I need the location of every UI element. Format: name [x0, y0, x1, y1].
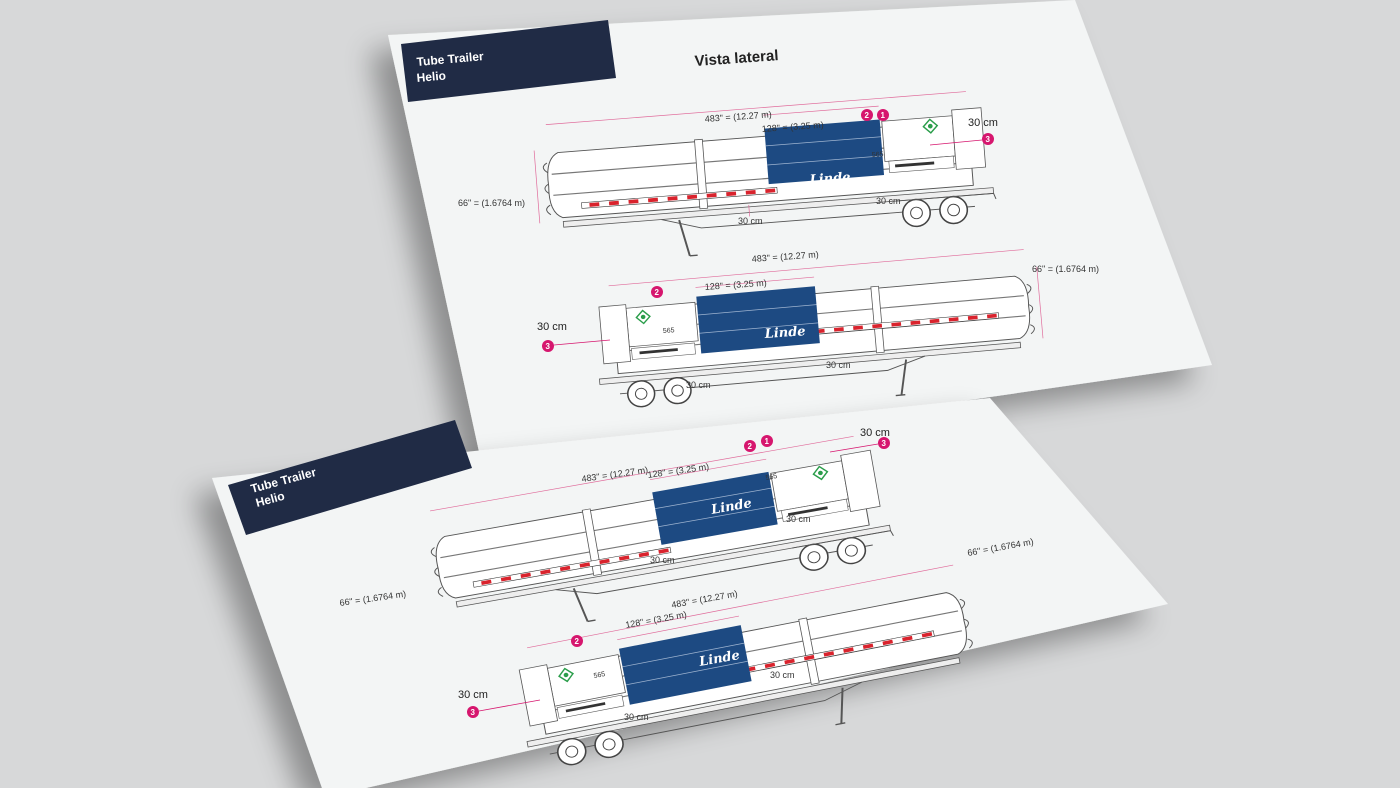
tube-code-4: 565	[593, 671, 606, 680]
dimension-gap-bottom-2: 30 cm	[826, 360, 851, 370]
sheet-bottom: Tube Trailer Helio 483" = (12.27 m) 128"…	[212, 398, 1168, 788]
dimension-gap-bottom-1: 30 cm	[738, 216, 763, 226]
svg-text:3: 3	[471, 708, 476, 717]
marker-3-icon: 3	[467, 706, 479, 718]
svg-text:3: 3	[882, 439, 887, 448]
sheet-top: Tube Trailer Helio Vista lateral 483" = …	[388, 0, 1212, 470]
sheet-title-line1: Tube Trailer	[416, 49, 484, 69]
trailer-view-1	[533, 91, 1000, 268]
dimension-height-2: 66" = (1.6764 m)	[1032, 264, 1099, 274]
marker-1-icon: 1	[877, 109, 889, 121]
marker-1-icon: 1	[761, 435, 773, 447]
svg-text:1: 1	[881, 111, 886, 120]
dimension-gap-top-4: 30 cm	[458, 689, 488, 701]
dimension-gap-bottom-3: 30 cm	[650, 555, 675, 565]
svg-text:2: 2	[655, 288, 660, 297]
trailer-view-4	[511, 564, 984, 785]
svg-text:3: 3	[986, 135, 991, 144]
linde-logo-2: Linde	[763, 324, 806, 342]
trailer-view-3	[426, 435, 900, 648]
dimension-gap-wheel-3: 30 cm	[786, 514, 811, 524]
marker-2-icon: 2	[861, 109, 873, 121]
sheet-heading: Vista lateral	[694, 47, 779, 70]
dimension-gap-top-2: 30 cm	[537, 321, 567, 333]
marker-2-icon: 2	[651, 286, 663, 298]
dimension-gap-wheel-1: 30 cm	[876, 196, 901, 206]
tube-code-3: 565	[765, 473, 778, 482]
dimension-gap-top-3: 30 cm	[860, 427, 890, 439]
svg-text:3: 3	[546, 342, 551, 351]
dimension-panel-1: 128" = (3.25 m)	[761, 120, 824, 134]
dimension-length-1: 483" = (12.27 m)	[704, 109, 772, 124]
linde-logo-4: Linde	[697, 648, 741, 670]
svg-text:1: 1	[765, 437, 770, 446]
tube-code-1: 565	[872, 151, 884, 159]
marker-3-icon: 3	[878, 437, 890, 449]
svg-text:2: 2	[575, 637, 580, 646]
sheet-title-box	[228, 420, 472, 535]
dimension-gap-wheel-4: 30 cm	[624, 712, 649, 722]
dimension-height-1: 66" = (1.6764 m)	[458, 198, 525, 208]
marker-2-icon: 2	[744, 440, 756, 452]
svg-text:2: 2	[748, 442, 753, 451]
dimension-length-2: 483" = (12.27 m)	[751, 249, 819, 264]
dimension-gap-top-1: 30 cm	[968, 117, 998, 129]
marker-3-icon: 3	[982, 133, 994, 145]
marker-2-icon: 2	[571, 635, 583, 647]
tube-code-2: 565	[663, 327, 675, 335]
sheet-title-box	[401, 20, 616, 102]
dimension-gap-wheel-2: 30 cm	[686, 380, 711, 390]
svg-text:2: 2	[865, 111, 870, 120]
linde-logo-1: Linde	[808, 170, 851, 188]
trailer-view-2	[592, 249, 1044, 423]
dimension-gap-bottom-4: 30 cm	[770, 670, 795, 680]
marker-3-icon: 3	[542, 340, 554, 352]
linde-logo-3: Linde	[709, 496, 753, 518]
sheet-title-line2: Helio	[416, 68, 446, 85]
dimension-panel-2: 128" = (3.25 m)	[704, 278, 767, 292]
